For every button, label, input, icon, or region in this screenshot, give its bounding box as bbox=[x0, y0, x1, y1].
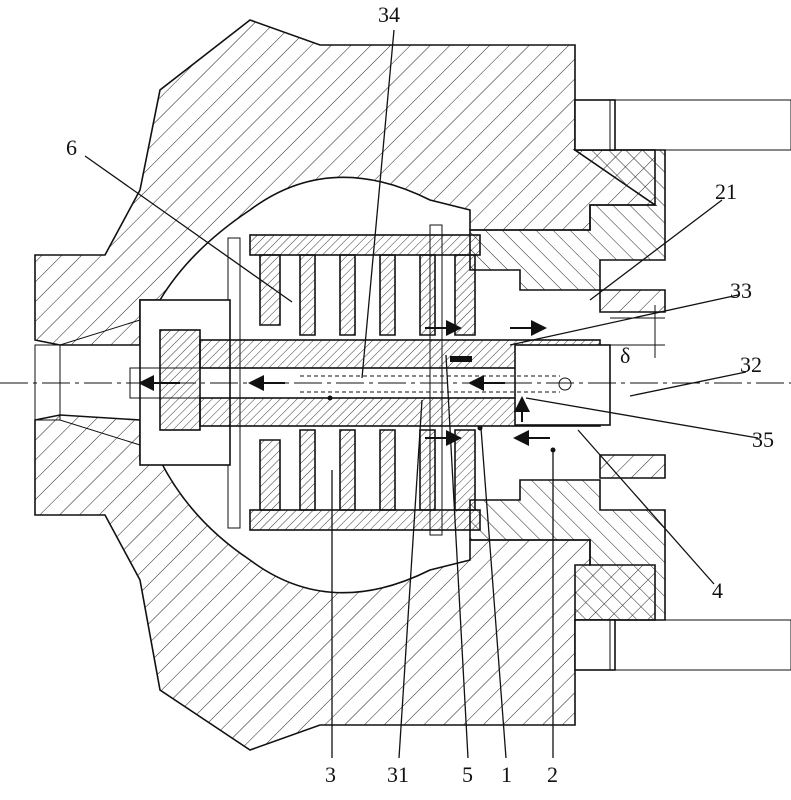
label-3: 3 bbox=[325, 762, 336, 787]
label-31: 31 bbox=[387, 762, 409, 787]
impeller-stages bbox=[227, 224, 481, 536]
label-4: 4 bbox=[712, 578, 723, 603]
label-6: 6 bbox=[66, 135, 77, 160]
label-21: 21 bbox=[715, 179, 737, 204]
label-1: 1 bbox=[501, 762, 512, 787]
label-33: 33 bbox=[730, 278, 752, 303]
label-2: 2 bbox=[547, 762, 558, 787]
label-delta: δ bbox=[620, 343, 630, 368]
leader-lines bbox=[84, 29, 759, 759]
housing bbox=[34, 19, 791, 751]
label-34: 34 bbox=[378, 2, 400, 27]
label-5: 5 bbox=[462, 762, 473, 787]
label-32: 32 bbox=[740, 352, 762, 377]
label-35: 35 bbox=[752, 427, 774, 452]
flow-arrows bbox=[138, 320, 550, 446]
